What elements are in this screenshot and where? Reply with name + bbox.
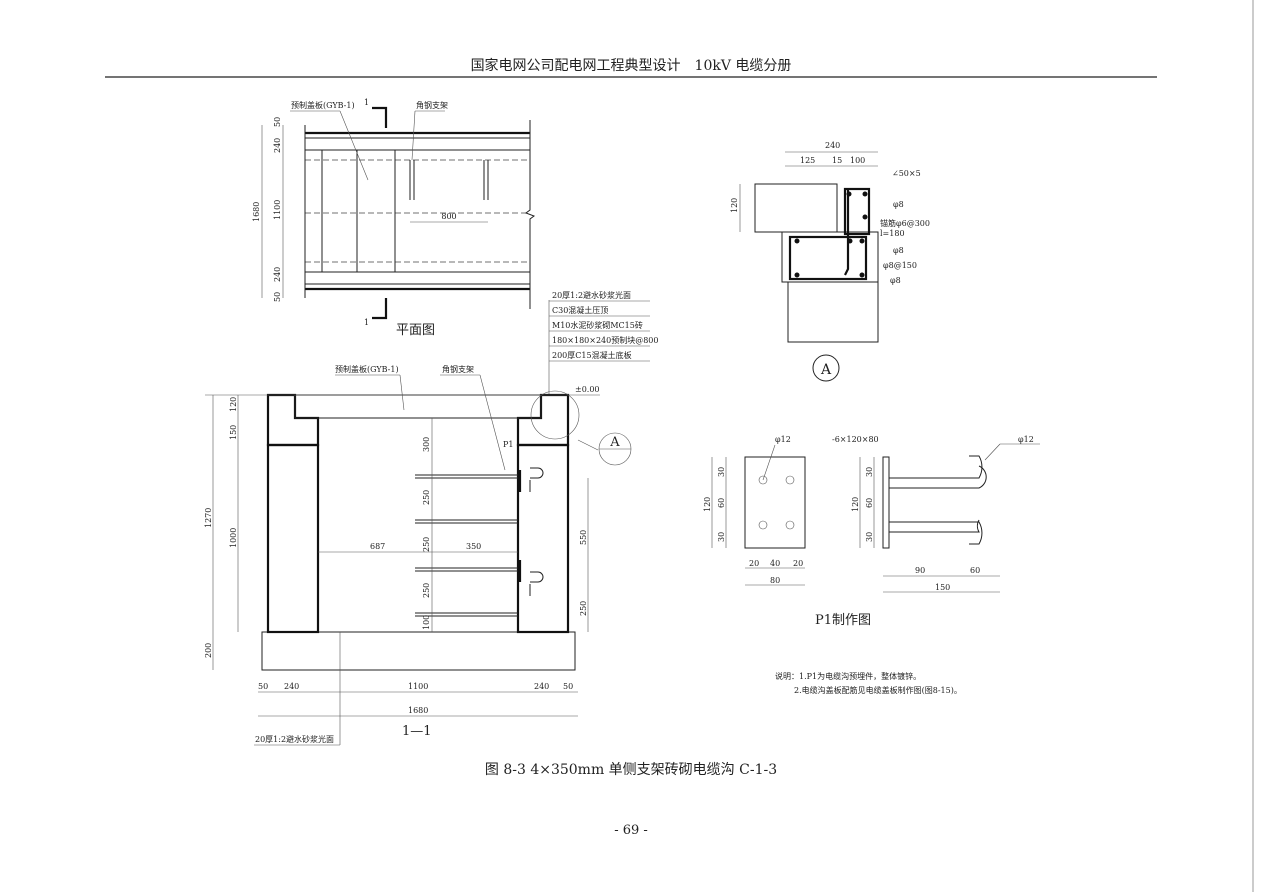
bottom-dim: 50 — [258, 682, 268, 691]
detail-dim: 125 — [800, 156, 815, 165]
detail-dim: 120 — [730, 198, 739, 213]
layer-legend: 20厚1:2避水砂浆光面 C30混凝土压顶 M10水泥砂浆砌MC15砖 180×… — [548, 290, 658, 395]
plan-dim: 50 — [273, 292, 282, 302]
angle-label: ∠50×5 — [892, 169, 921, 178]
section-view: A ±0.00 预制盖板(GYB-1) 角钢支架 P1 120 150 1000… — [204, 364, 632, 746]
rebar-label: φ8 — [890, 276, 901, 285]
plan-spacing: 800 — [441, 212, 456, 221]
rebar-label: l=180 — [880, 229, 905, 238]
p1-dim: 20 — [749, 559, 759, 568]
detail-dim: 100 — [850, 156, 865, 165]
plan-total: 1680 — [252, 202, 261, 222]
bottom-dim: 50 — [563, 682, 573, 691]
rebar-label: 锚筋φ6@300 — [880, 218, 930, 228]
p1-label: P1 — [503, 440, 513, 449]
bottom-total: 1680 — [408, 706, 428, 715]
detail-a-title: A — [820, 362, 832, 378]
left-dim: 120 — [229, 397, 238, 412]
layer-item: 20厚1:2避水砂浆光面 — [552, 290, 631, 300]
note-1: 说明：1.P1为电缆沟预埋件，整体镀锌。 — [775, 671, 921, 681]
elevation-label: ±0.00 — [575, 385, 600, 394]
left-total: 1270 — [204, 508, 213, 528]
bracket-dim: 300 — [422, 437, 431, 452]
bracket-dim: 250 — [422, 490, 431, 505]
p1-side-dim: 90 — [915, 566, 925, 575]
bottom-dim: 240 — [284, 682, 299, 691]
left-dim: 150 — [229, 425, 238, 440]
p1-side-dim: 60 — [865, 498, 874, 508]
note-2: 2.电缆沟盖板配筋见电缆盖板制作图(图8-15)。 — [794, 685, 962, 695]
p1-bar-label: φ12 — [775, 435, 791, 444]
span-350: 350 — [466, 542, 481, 551]
bracket-dim: 100 — [422, 615, 431, 630]
detail-dim: 15 — [832, 156, 842, 165]
plan-bracket-label: 角钢支架 — [416, 100, 448, 110]
bottom-dim: 1100 — [408, 682, 428, 691]
right-dim: 250 — [579, 601, 588, 616]
plate-label: -6×120×80 — [832, 435, 879, 444]
right-dim: 550 — [579, 530, 588, 545]
detail-ref-marker: A — [609, 435, 620, 450]
p1-side-dim: 150 — [935, 583, 950, 592]
section-bracket-label: 角钢支架 — [442, 364, 474, 374]
plan-dim: 240 — [273, 138, 282, 153]
rebar-label: φ8 — [893, 246, 904, 255]
bottom-dim: 240 — [534, 682, 549, 691]
p1-side-dim: 30 — [865, 532, 874, 542]
left-dim: 200 — [204, 643, 213, 658]
rebar-label: φ8@150 — [883, 261, 917, 270]
bracket-dim: 250 — [422, 583, 431, 598]
p1-dim: 120 — [703, 497, 712, 512]
layer-item: M10水泥砂浆砌MC15砖 — [552, 320, 643, 330]
section-mark-top: 1 — [364, 98, 369, 107]
plan-view: 800 1 1 预制盖板(GYB-1) 角钢支架 50 240 1100 240… — [252, 98, 536, 338]
header-title: 国家电网公司配电网工程典型设计 10kV 电缆分册 — [471, 57, 792, 74]
bracket-dim: 250 — [422, 537, 431, 552]
figure-caption: 图 8-3 4×350mm 单侧支架砖砌电缆沟 C-1-3 — [485, 762, 777, 778]
p1-side-dim: 30 — [865, 467, 874, 477]
layer-item: C30混凝土压顶 — [552, 305, 608, 315]
p1-detail: φ12 30 60 30 120 20 40 20 80 30 60 30 12… — [703, 435, 1040, 628]
plan-dim: 1100 — [273, 200, 282, 220]
mortar-note: 20厚1:2避水砂浆光面 — [255, 734, 334, 744]
p1-side-dim: 60 — [970, 566, 980, 575]
detail-a: 240 125 15 100 120 ∠50×5 φ8 锚筋φ6@300 l=1… — [730, 141, 930, 382]
p1-dim: 30 — [717, 532, 726, 542]
page-number: - 69 - — [614, 823, 648, 838]
p1-side-dim: 120 — [851, 497, 860, 512]
p1-dim: 30 — [717, 467, 726, 477]
p1-dim: 80 — [770, 576, 780, 585]
section-cover-label: 预制盖板(GYB-1) — [335, 364, 399, 374]
plan-cover-label: 预制盖板(GYB-1) — [291, 100, 355, 110]
p1-bar-label2: φ12 — [1018, 435, 1034, 444]
section-mark-bottom: 1 — [364, 318, 369, 327]
layer-item: 180×180×240预制块@800 — [552, 335, 658, 345]
p1-dim: 40 — [770, 559, 780, 568]
rebar-label: φ8 — [893, 200, 904, 209]
layer-item: 200厚C15混凝土底板 — [552, 350, 632, 360]
detail-dim: 240 — [825, 141, 840, 150]
plan-title: 平面图 — [396, 323, 435, 338]
p1-dim: 20 — [793, 559, 803, 568]
section-title: 1—1 — [402, 724, 432, 739]
plan-dim: 240 — [273, 267, 282, 282]
p1-title: P1制作图 — [815, 613, 871, 628]
p1-dim: 60 — [717, 498, 726, 508]
plan-dim: 50 — [273, 117, 282, 127]
left-dim: 1000 — [229, 528, 238, 548]
span-687: 687 — [370, 542, 385, 551]
